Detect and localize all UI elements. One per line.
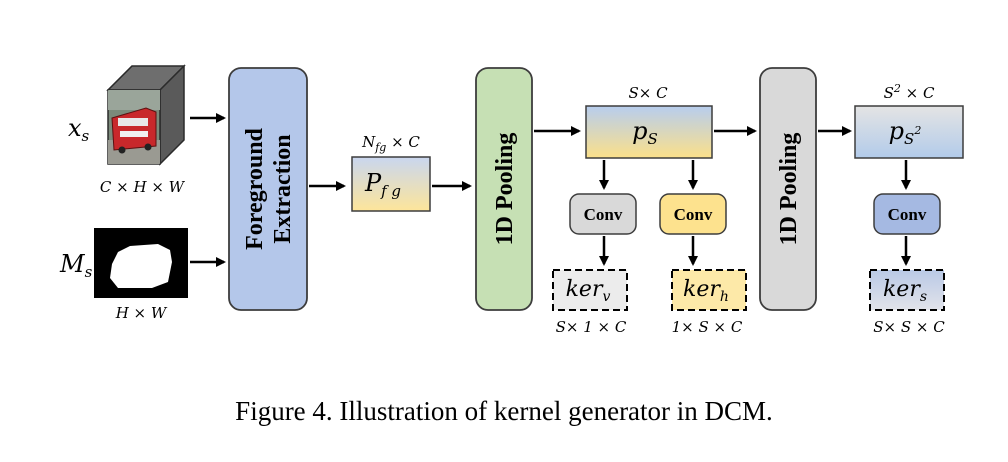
pfg-dims: Nfg × C bbox=[361, 133, 420, 154]
pooling-label-1: 1D Pooling bbox=[492, 133, 518, 246]
pooling-label-2: 1D Pooling bbox=[776, 133, 802, 246]
pooling-block-1 bbox=[475, 67, 533, 311]
ker-h-label: kerh bbox=[683, 277, 729, 305]
input-mask bbox=[94, 228, 188, 298]
ker-h-dims: 1× S × C bbox=[672, 318, 743, 336]
ps2-label: pS2 bbox=[889, 117, 922, 148]
input-m-dims: H × W bbox=[115, 304, 168, 322]
conv-label-3: Conv bbox=[888, 205, 927, 224]
conv-block-1 bbox=[569, 193, 637, 235]
foreground-label-line2: Extraction bbox=[270, 134, 296, 243]
conv-block-3 bbox=[873, 193, 941, 235]
ps-dims: S× C bbox=[628, 84, 668, 102]
conv-block-2 bbox=[659, 193, 727, 235]
ker-s-label: kers bbox=[883, 277, 927, 305]
ps2-feature-box bbox=[854, 105, 964, 159]
input-x-dims: C × H × W bbox=[100, 178, 186, 196]
conv-label-2: Conv bbox=[674, 205, 713, 224]
input-m-label: Ms bbox=[59, 250, 93, 281]
pfg-feature-box bbox=[351, 156, 431, 212]
ker-s-box bbox=[869, 269, 945, 311]
pfg-label: Pf g bbox=[364, 169, 401, 200]
ps2-dims: S2 × C bbox=[884, 82, 935, 102]
foreground-label-line1: Foreground bbox=[242, 127, 268, 249]
pooling-block-2 bbox=[759, 67, 817, 311]
ker-h-box bbox=[671, 269, 747, 311]
conv-label-1: Conv bbox=[584, 205, 623, 224]
ker-v-box bbox=[552, 269, 628, 311]
ker-v-dims: S× 1 × C bbox=[556, 318, 627, 336]
ps-label: pS bbox=[632, 117, 658, 148]
ker-v-label: kerv bbox=[566, 277, 611, 305]
figure-caption: Figure 4. Illustration of kernel generat… bbox=[235, 396, 773, 426]
foreground-extraction-block bbox=[228, 67, 308, 311]
ps-feature-box bbox=[585, 105, 713, 159]
input-image-cube bbox=[106, 64, 186, 166]
input-x-label: xs bbox=[68, 114, 90, 145]
ker-s-dims: S× S × C bbox=[873, 318, 945, 336]
